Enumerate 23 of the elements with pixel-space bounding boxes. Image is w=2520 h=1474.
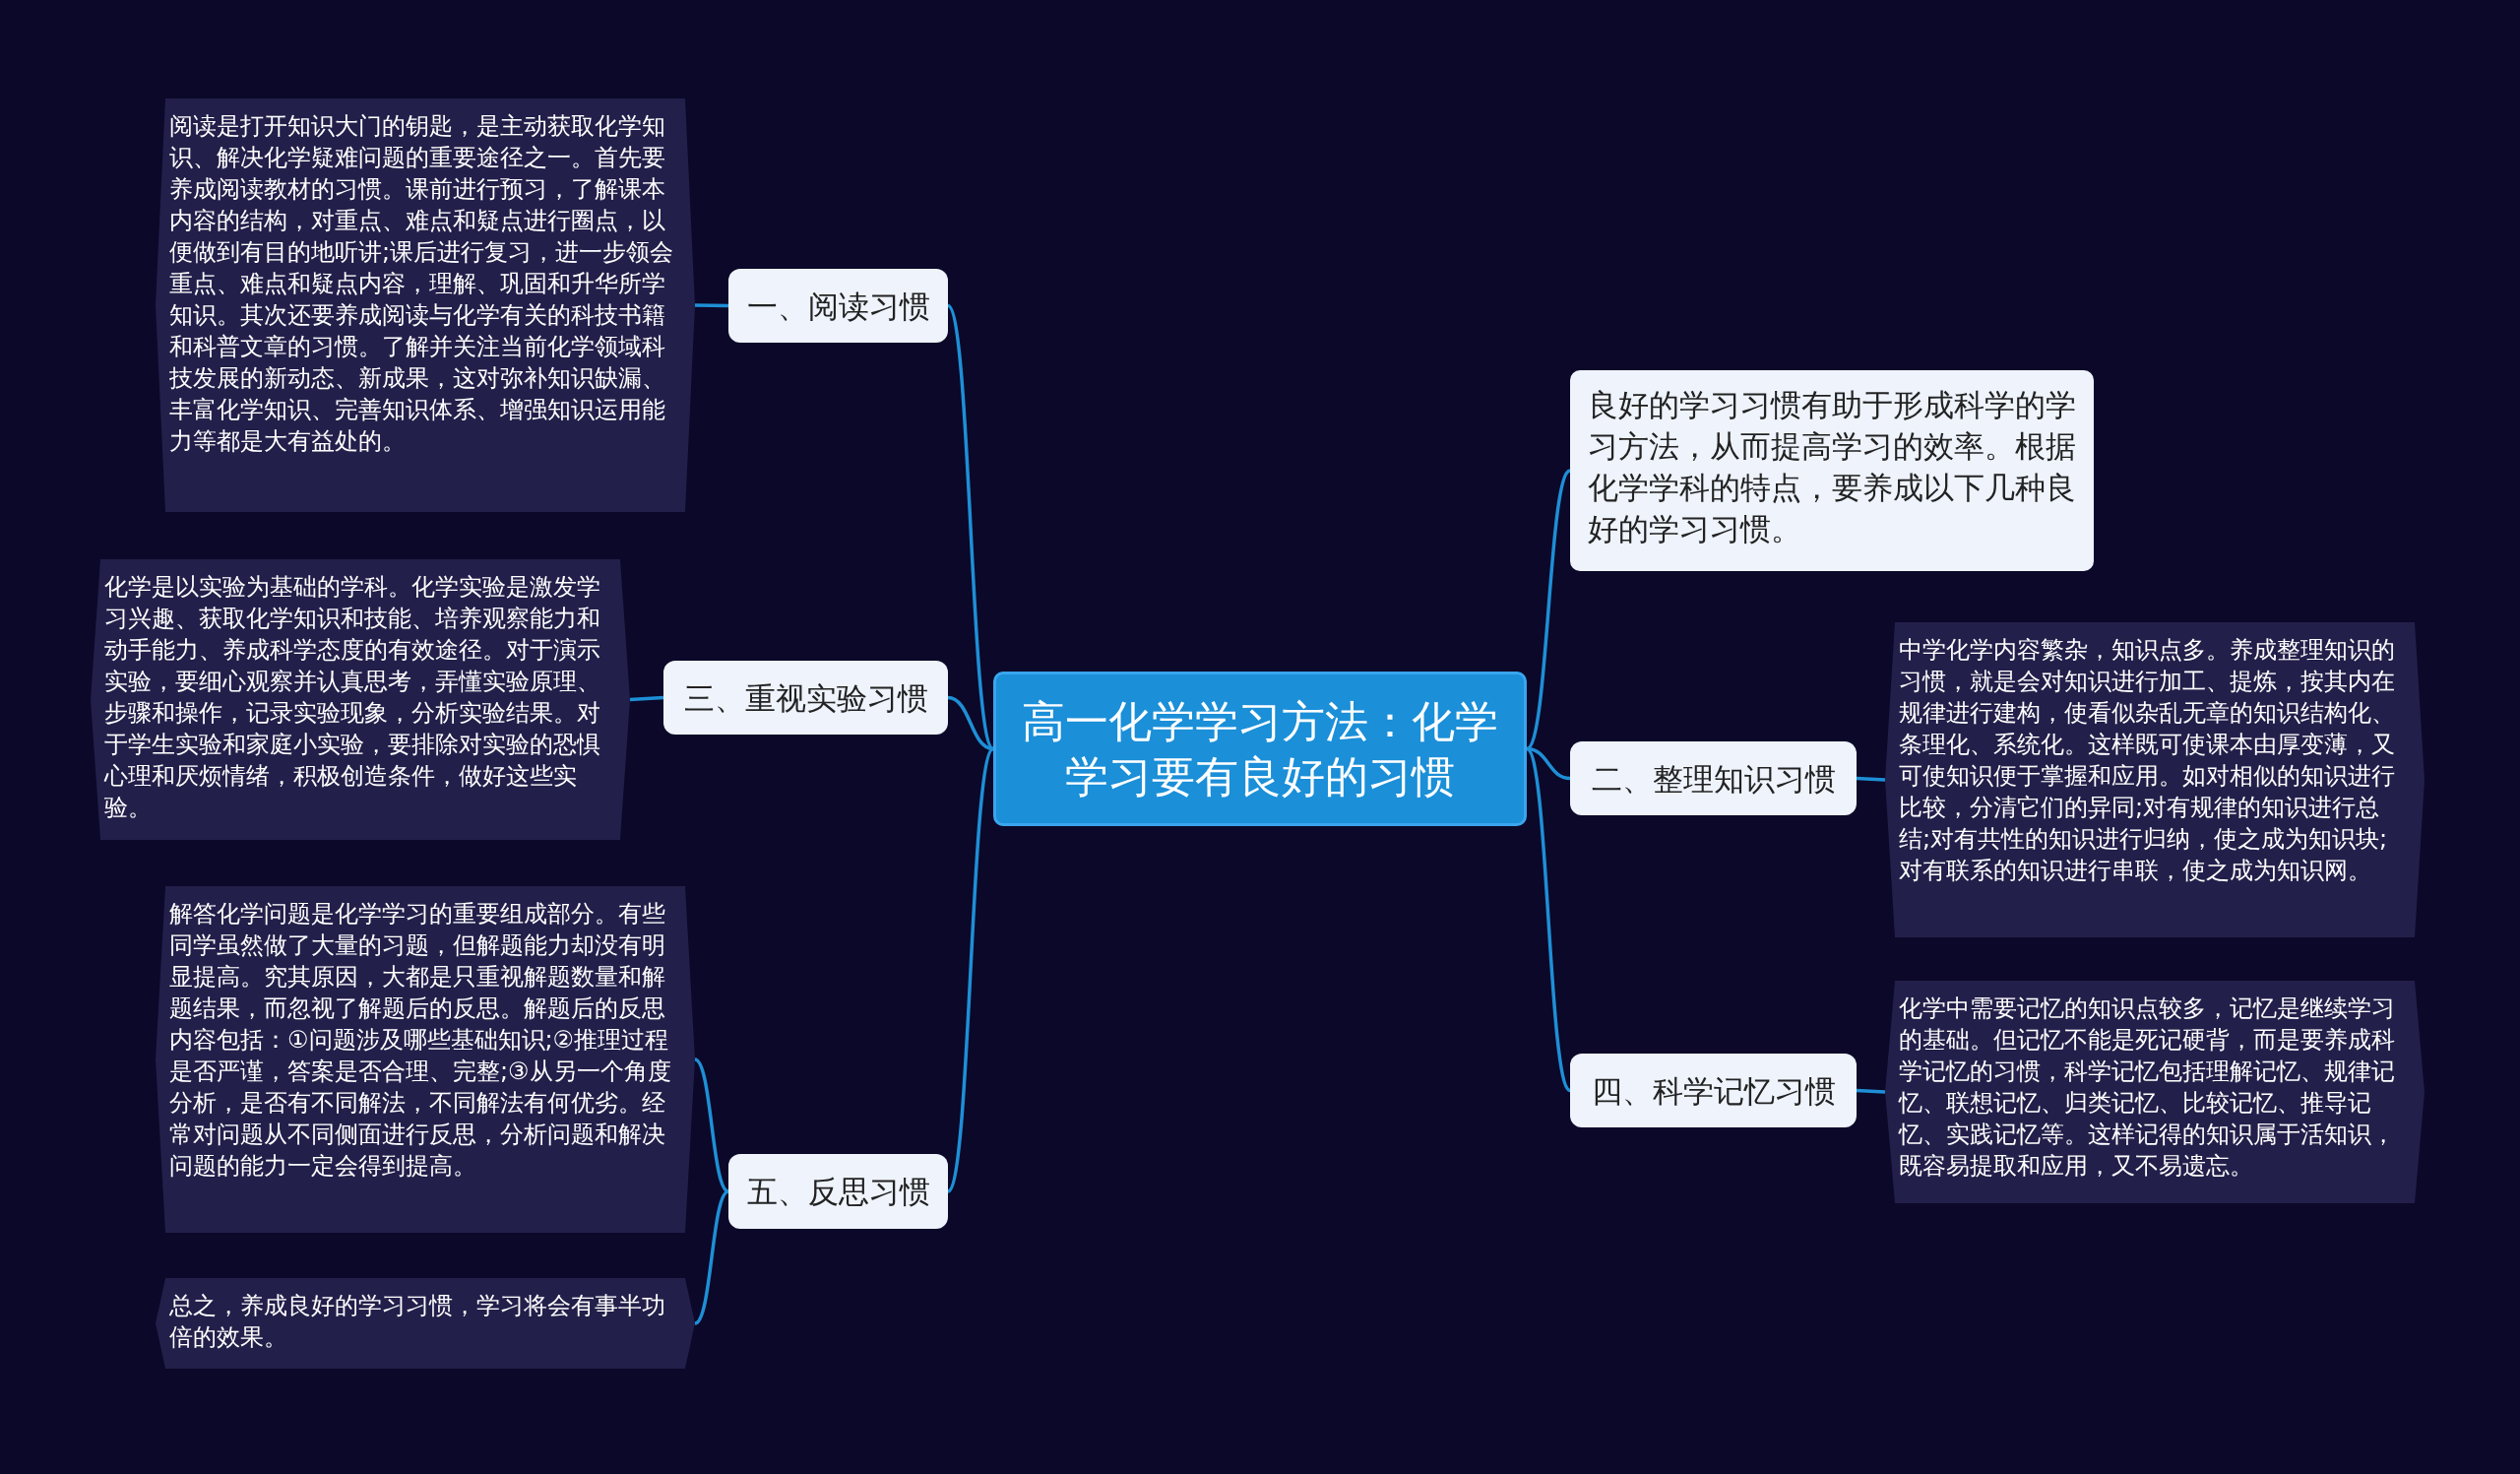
text-card: 化学是以实验为基础的学科。化学实验是激发学习兴趣、获取化学知识和技能、培养观察能力和动手能力、养成科学态度的有效途径。对于演示实验，要细心观察并认真思考，弄懂实验原理、步骤和操作，记录实验现象，分析实验结果。对于学生实验和家庭小实验，要排除对实验的恐惧心理和厌烦情绪，积极创造条件，做好这些实验。 (91, 559, 630, 840)
branch-topic-box: 三、重视实验习惯 (663, 661, 948, 735)
connector-line (1525, 747, 1572, 1092)
text-card: 解答化学问题是化学学习的重要组成部分。有些同学虽然做了大量的习题，但解题能力却没有明显提高。究其原因，大都是只重视解题数量和解题结果，而忽视了解题后的反思。解题后的反思内容包括：①问题涉及哪些基础知识;②推理过程是否严谨，答案是否合理、完整;③从另一个角度分析，是否有不同解法，不同解法有何优劣。经常对问题从不同侧面进行反思，分析问题和解决问题的能力一定会得到提高。 (156, 886, 695, 1233)
text-card: 中学化学内容繁杂，知识点多。养成整理知识的习惯，就是会对知识进行加工、提炼，按其内在规律进行建构，使看似杂乱无章的知识结构化、条理化、系统化。这样既可使课本由厚变薄，又可使知识便于掌握和应用。如对相似的知识进行比较，分清它们的异同;对有规律的知识进行总结;对有共性的知识进行归纳，使之成为知识块;对有联系的知识进行串联，使之成为知识网。 (1885, 622, 2425, 937)
text-card: 化学中需要记忆的知识点较多，记忆是继续学习的基础。但记忆不能是死记硬背，而是要养成科学记忆的习惯，科学记忆包括理解记忆、规律记忆、联想记忆、归类记忆、比较记忆、推导记忆、实践记忆等。这样记得的知识属于活知识，既容易提取和应用，又不易遗忘。 (1885, 981, 2425, 1203)
connector-line (694, 303, 729, 308)
branch-topic-box: 一、阅读习惯 (728, 269, 948, 343)
central-topic-box: 高一化学学习方法：化学学习要有良好的习惯 (993, 672, 1527, 826)
connector-line (694, 1057, 729, 1193)
text-card: 阅读是打开知识大门的钥匙，是主动获取化学知识、解决化学疑难问题的重要途径之一。首先要养成阅读教材的习惯。课前进行预习，了解课本内容的结构，对重点、难点和疑点进行圈点，以便做到有目的地听讲;课后进行复习，进一步领会重点、难点和疑点内容，理解、巩固和升华所学知识。其次还要养成阅读与化学有关的科技书籍和科普文章的习惯。了解并关注当前化学领域科技发展的新动态、新成果，这对弥补知识缺漏、丰富化学知识、完善知识体系、增强知识运用能力等都是大有益处的。 (156, 98, 695, 512)
connector-line (946, 304, 995, 750)
branch-topic-box: 四、科学记忆习惯 (1570, 1054, 1857, 1127)
connector-line (1856, 776, 1886, 782)
connector-line (946, 747, 995, 1192)
connector-line (694, 1189, 729, 1325)
text-card: 总之，养成良好的学习习惯，学习将会有事半功倍的效果。 (156, 1278, 695, 1369)
connector-line (1525, 469, 1572, 750)
connector-line (1856, 1088, 1886, 1094)
branch-topic-box: 五、反思习惯 (728, 1154, 948, 1229)
branch-topic-box: 二、整理知识习惯 (1570, 741, 1857, 815)
connector-line (629, 695, 664, 702)
intro-text-box: 良好的学习习惯有助于形成科学的学习方法，从而提高学习的效率。根据化学学科的特点，要养成以下几种良好的学习习惯。 (1570, 370, 2094, 571)
